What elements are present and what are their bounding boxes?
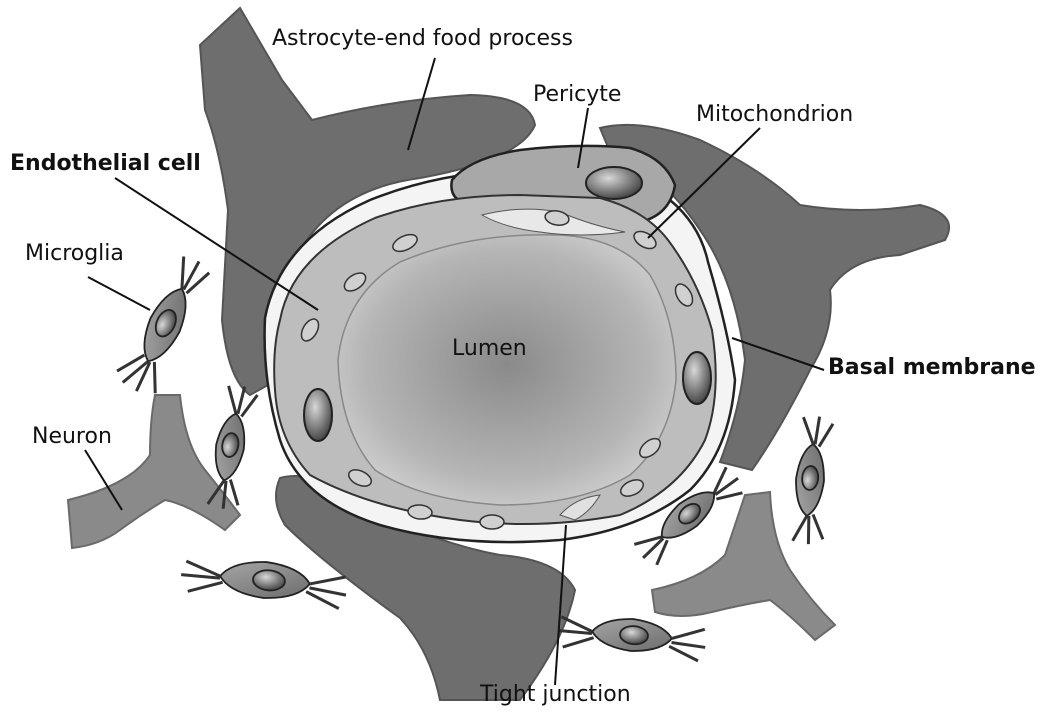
mitochondrion-11 [480,515,504,529]
microglia-cell-1 [113,250,214,399]
label-tight-junction: Tight junction [480,684,631,706]
label-neuron: Neuron [32,426,112,448]
leader-microglia [88,277,150,310]
neuron-left [68,395,240,548]
label-microglia: Microglia [25,243,124,265]
endothelial-nucleus-left [304,389,332,441]
microglia-cell-3 [179,555,348,609]
label-astrocyte: Astrocyte-end food process [272,28,573,50]
label-mitochondrion: Mitochondrion [696,104,853,126]
label-basal: Basal membrane [828,357,1036,379]
endothelial-nucleus-right [683,352,711,404]
pericyte-nucleus [586,167,642,199]
microglia-cell-6 [557,613,708,662]
microglia-cell-5 [790,415,833,545]
lumen [338,235,676,505]
label-lumen: Lumen [452,338,527,360]
label-pericyte: Pericyte [533,84,621,106]
label-endothelial: Endothelial cell [10,153,201,175]
